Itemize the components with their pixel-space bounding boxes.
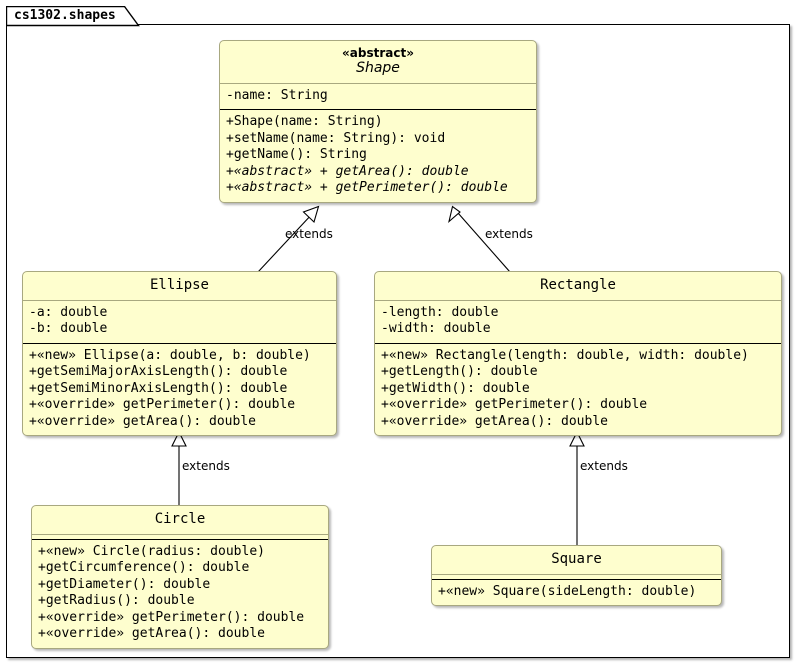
class-separator xyxy=(23,342,336,344)
class-attributes-ellipse: -a: double -b: double xyxy=(23,301,336,343)
class-header-rectangle: Rectangle xyxy=(375,272,781,300)
edge-label-ellipse-extends-shape: extends xyxy=(285,227,333,241)
class-methods-square: +«new» Square(sideLength: double) xyxy=(432,580,721,605)
class-header-square: Square xyxy=(432,546,721,574)
class-header-shape: «abstract» Shape xyxy=(220,41,536,83)
method-row: +getWidth(): double xyxy=(381,380,530,396)
package-tab-label: cs1302.shapes xyxy=(14,8,116,23)
method-row: +«override» getArea(): double xyxy=(381,413,608,429)
method-row: +setName(name: String): void xyxy=(226,130,446,146)
class-stereotype-shape: «abstract» xyxy=(342,46,414,60)
method-row: +«new» Rectangle(length: double, width: … xyxy=(381,347,749,363)
class-box-square[interactable]: Square +«new» Square(sideLength: double) xyxy=(431,545,722,607)
edge-label-rectangle-extends-shape: extends xyxy=(485,227,533,241)
method-row: +«abstract» + getArea(): double xyxy=(226,163,469,179)
method-row: +getCircumference(): double xyxy=(38,560,250,576)
class-separator xyxy=(220,109,536,111)
class-title-circle: Circle xyxy=(154,511,206,527)
class-methods-shape: +Shape(name: String) +setName(name: Stri… xyxy=(220,110,536,202)
class-title-rectangle: Rectangle xyxy=(540,277,616,293)
attribute-row: -b: double xyxy=(29,321,108,337)
class-separator xyxy=(375,342,781,344)
method-row: +«override» getPerimeter(): double xyxy=(38,609,305,625)
attribute-row: -length: double xyxy=(381,304,499,320)
class-header-ellipse: Ellipse xyxy=(23,272,336,300)
class-separator xyxy=(432,573,721,575)
method-row: +«new» Circle(radius: double) xyxy=(38,543,265,559)
method-row: +getLength(): double xyxy=(381,364,538,380)
class-separator xyxy=(375,299,781,301)
class-separator xyxy=(432,578,721,580)
edge-label-circle-extends-ellipse: extends xyxy=(182,459,230,473)
method-row: +getDiameter(): double xyxy=(38,576,211,592)
package-tab xyxy=(6,6,140,27)
method-row: +Shape(name: String) xyxy=(226,114,383,130)
class-box-ellipse[interactable]: Ellipse -a: double -b: double +«new» Ell… xyxy=(22,271,337,437)
method-row: +getSemiMinorAxisLength(): double xyxy=(29,380,288,396)
class-methods-ellipse: +«new» Ellipse(a: double, b: double) +ge… xyxy=(23,344,336,435)
class-separator xyxy=(220,82,536,84)
method-row: +«abstract» + getPerimeter(): double xyxy=(226,180,508,196)
method-row: +«new» Square(sideLength: double) xyxy=(438,583,697,599)
method-row: +«override» getPerimeter(): double xyxy=(29,397,296,413)
package-tab-shape xyxy=(6,6,140,27)
method-row: +getSemiMajorAxisLength(): double xyxy=(29,364,288,380)
class-header-circle: Circle xyxy=(32,506,328,534)
method-row: +«override» getArea(): double xyxy=(38,626,265,642)
class-attributes-shape: -name: String xyxy=(220,84,536,110)
method-row: +«new» Ellipse(a: double, b: double) xyxy=(29,347,311,363)
class-attributes-rectangle: -length: double -width: double xyxy=(375,301,781,343)
class-box-circle[interactable]: Circle +«new» Circle(radius: double) +ge… xyxy=(31,505,329,649)
attribute-row: -name: String xyxy=(226,87,328,103)
class-methods-rectangle: +«new» Rectangle(length: double, width: … xyxy=(375,344,781,435)
class-box-shape[interactable]: «abstract» Shape -name: String +Shape(na… xyxy=(219,40,537,203)
class-separator xyxy=(32,533,328,535)
method-row: +getName(): String xyxy=(226,147,367,163)
attribute-row: -width: double xyxy=(381,321,491,337)
class-separator xyxy=(23,299,336,301)
edge-label-square-extends-rectangle: extends xyxy=(580,459,628,473)
method-row: +«override» getArea(): double xyxy=(29,413,256,429)
class-separator xyxy=(32,538,328,540)
attribute-row: -a: double xyxy=(29,304,108,320)
class-title-shape: Shape xyxy=(356,60,400,77)
method-row: +«override» getPerimeter(): double xyxy=(381,397,648,413)
class-box-rectangle[interactable]: Rectangle -length: double -width: double… xyxy=(374,271,782,437)
class-title-ellipse: Ellipse xyxy=(149,277,209,293)
class-methods-circle: +«new» Circle(radius: double) +getCircum… xyxy=(32,540,328,648)
class-title-square: Square xyxy=(551,551,602,567)
method-row: +getRadius(): double xyxy=(38,593,195,609)
